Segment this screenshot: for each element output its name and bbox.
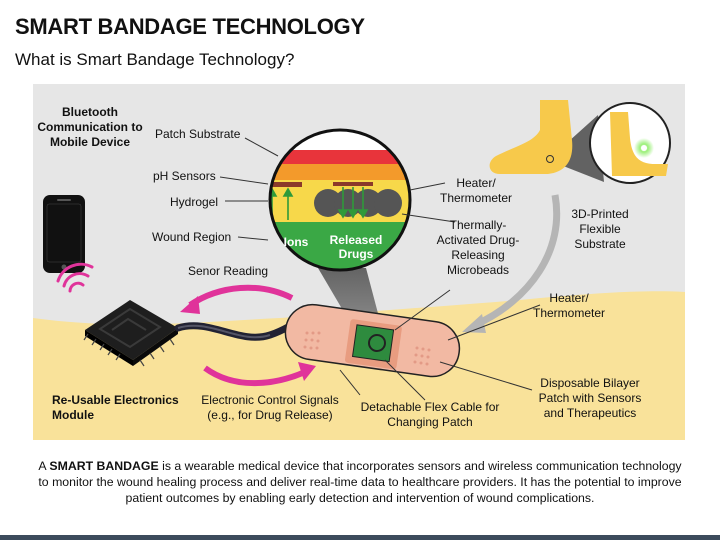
description-text: A SMART BANDAGE is a wearable medical de… bbox=[38, 459, 682, 505]
page-title: SMART BANDAGE TECHNOLOGY bbox=[15, 14, 365, 39]
microbeads-label: Thermally-Activated Drug-Releasing Micro… bbox=[436, 218, 520, 277]
page-subtitle: What is Smart Bandage Technology? bbox=[15, 50, 295, 69]
hydrogel-label: Hydrogel bbox=[170, 195, 219, 209]
wifi-icon bbox=[56, 262, 94, 293]
footer-bar bbox=[0, 535, 720, 540]
wound-region-label: Wound Region bbox=[152, 230, 232, 244]
heater-thermometer-right-label: Heater/ Thermometer bbox=[532, 291, 606, 320]
flex-cable-label: Detachable Flex Cable for Changing Patch bbox=[360, 400, 500, 429]
control-signals-label: Electronic Control Signals (e.g., for Dr… bbox=[201, 393, 339, 422]
sensor-reading-arrow bbox=[180, 284, 294, 314]
heater-thermometer-top-label: Heater/ Thermometer bbox=[439, 176, 513, 205]
lens-rim bbox=[268, 128, 412, 272]
released-drugs-label: Released Drugs bbox=[329, 233, 383, 261]
patch-substrate-label: Patch Substrate bbox=[155, 127, 241, 141]
bilayer-patch-label: Disposable Bilayer Patch with Sensors an… bbox=[538, 376, 642, 420]
electronics-chip-icon bbox=[83, 300, 178, 367]
phone-icon bbox=[43, 195, 85, 273]
3d-printed-substrate-label: 3D-Printed Flexible Substrate bbox=[571, 207, 629, 251]
foot-icon bbox=[489, 100, 573, 174]
sensor-reading-label: Senor Reading bbox=[188, 264, 269, 278]
bandage-patch-icon bbox=[284, 303, 461, 378]
ions-label: Ions bbox=[283, 235, 309, 249]
foot-detail-lens bbox=[589, 102, 671, 184]
electronics-module-label: Re-Usable Electronics Module bbox=[52, 393, 179, 422]
ph-sensors-label: pH Sensors bbox=[153, 169, 216, 183]
control-signal-arrow bbox=[203, 362, 316, 387]
cross-section-lens bbox=[270, 130, 410, 270]
bluetooth-label: Bluetooth Communication to Mobile Device bbox=[37, 105, 143, 149]
